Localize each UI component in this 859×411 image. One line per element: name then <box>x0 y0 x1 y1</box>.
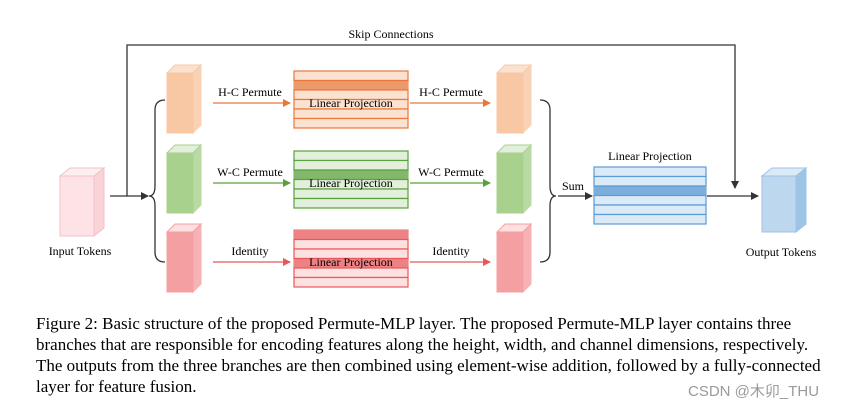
skip-connection-label: Skip Connections <box>348 27 433 41</box>
skip-connection-line <box>126 44 739 196</box>
branch-2-output-cube <box>495 143 533 215</box>
branch-2-projection-label: Linear Projection <box>309 176 393 190</box>
permute-mlp-diagram: Skip Connections Input Tokens H-C Permut… <box>49 27 817 294</box>
right-brace <box>539 99 557 263</box>
branch-1-right-label: H-C Permute <box>419 85 483 99</box>
branch-3-projection-block <box>293 229 409 288</box>
branch-1-output-cube <box>495 63 533 135</box>
branch-3-output-cube <box>495 222 533 294</box>
input-tokens-cube <box>58 166 106 238</box>
branch-2-projection-block <box>293 150 409 209</box>
branch-1-input-cube <box>165 63 203 135</box>
branch-3-left-label: Identity <box>231 244 268 258</box>
branch-2-input-cube <box>165 143 203 215</box>
final-projection-block <box>593 166 707 225</box>
branch-1-projection-label: Linear Projection <box>309 96 393 110</box>
left-brace <box>148 99 166 263</box>
sum-label: Sum <box>562 179 585 193</box>
output-tokens-label: Output Tokens <box>746 245 817 259</box>
branch-2-left-label: W-C Permute <box>217 165 283 179</box>
figure-caption: Figure 2: Basic structure of the propose… <box>36 314 821 396</box>
branch-3-projection-label: Linear Projection <box>309 255 393 269</box>
branch-2-right-label: W-C Permute <box>418 165 484 179</box>
input-tokens-label: Input Tokens <box>49 244 112 258</box>
branch-1-projection-block <box>293 70 409 129</box>
final-projection-label: Linear Projection <box>608 149 692 163</box>
watermark: CSDN @木卯_THU <box>688 383 820 400</box>
branch-3-input-cube <box>165 222 203 294</box>
branch-1-left-label: H-C Permute <box>218 85 282 99</box>
output-tokens-cube <box>760 166 808 234</box>
branch-3-right-label: Identity <box>432 244 469 258</box>
